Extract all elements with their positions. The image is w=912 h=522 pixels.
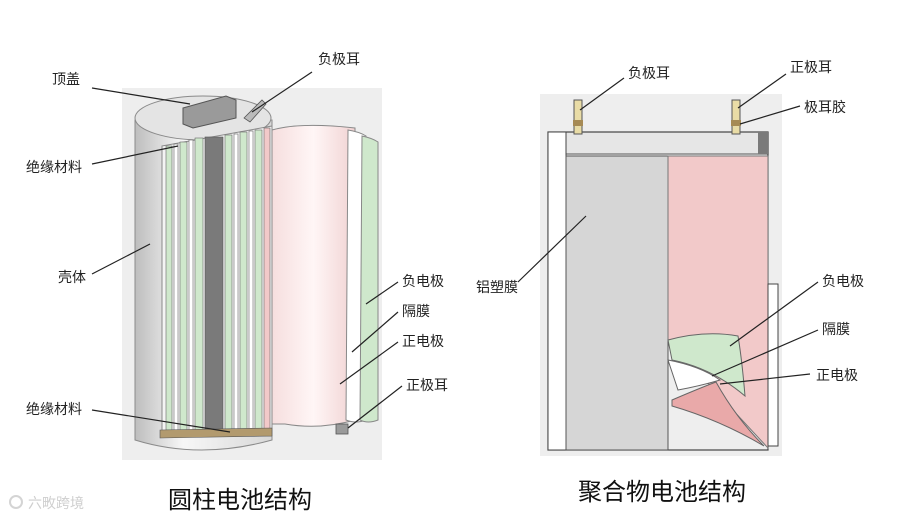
caption-cylindrical: 圆柱电池结构 bbox=[168, 486, 312, 514]
leader-pouch-neg-electrode bbox=[729, 281, 819, 347]
label-neg-electrode-cyl: 负电极 bbox=[402, 274, 444, 290]
leader-insulation-top bbox=[91, 145, 179, 165]
cyl-unrolled-pos-electrode bbox=[271, 124, 356, 427]
cyl-dark-core bbox=[204, 136, 224, 432]
pouch-neg-tab bbox=[573, 99, 583, 135]
pouch-top-seal bbox=[547, 131, 769, 155]
cyl-pos-tab bbox=[335, 423, 349, 435]
label-insulation-bottom: 绝缘材料 bbox=[26, 402, 82, 418]
leader-insulation-bottom bbox=[91, 409, 231, 433]
pouch-al-film-panel bbox=[565, 155, 669, 451]
cylindrical-battery: 顶盖 负极耳 绝缘材料 壳体 负电极 隔膜 正电极 正极耳 绝缘材料 圆柱电池结… bbox=[26, 52, 448, 514]
label-pos-tab-cyl: 正极耳 bbox=[406, 378, 448, 394]
pouch-neg-tab-glue bbox=[573, 120, 583, 126]
cyl-unrolled-neg-electrode bbox=[359, 135, 379, 423]
label-neg-tab-pouch: 负极耳 bbox=[628, 66, 670, 82]
leader-top-cover bbox=[91, 87, 191, 105]
pouch-pos-tab-glue bbox=[731, 120, 741, 126]
label-neg-tab-cyl: 负极耳 bbox=[318, 52, 360, 68]
label-tab-glue: 极耳胶 bbox=[804, 99, 846, 116]
label-top-cover: 顶盖 bbox=[52, 72, 80, 88]
label-separator-cyl: 隔膜 bbox=[402, 304, 430, 320]
pouch-left-film bbox=[547, 131, 567, 451]
leader-pouch-tab-glue bbox=[739, 105, 801, 125]
leader-separator bbox=[351, 311, 399, 353]
leader-pouch-pos-electrode bbox=[719, 373, 811, 385]
leader-pos-electrode bbox=[339, 341, 399, 385]
pouch-right-film bbox=[767, 283, 779, 447]
pouch-peel-neg bbox=[667, 333, 746, 398]
label-separator-pouch: 隔膜 bbox=[822, 322, 850, 338]
leader-pouch-separator bbox=[711, 329, 819, 377]
watermark-logo-icon bbox=[9, 495, 23, 509]
label-neg-electrode-pouch: 负电极 bbox=[822, 274, 864, 290]
leader-pouch-pos-tab bbox=[737, 73, 787, 109]
label-pos-electrode-cyl: 正电极 bbox=[402, 334, 444, 350]
pouch-peel-pos bbox=[671, 381, 765, 447]
caption-pouch: 聚合物电池结构 bbox=[578, 478, 746, 506]
cyl-neg-tab bbox=[243, 99, 267, 123]
leader-neg-electrode bbox=[365, 281, 399, 305]
cyl-top-cover bbox=[182, 95, 237, 129]
leader-shell bbox=[91, 243, 151, 275]
watermark-text: 六畋跨境 bbox=[28, 496, 84, 512]
pouch-battery: 负极耳 正极耳 极耳胶 铝塑膜 负电极 隔膜 正电极 聚合物电池结构 bbox=[476, 60, 864, 506]
label-pos-electrode-pouch: 正电极 bbox=[816, 368, 858, 384]
pouch-peel-separator bbox=[667, 359, 722, 391]
pouch-pos-tab bbox=[731, 99, 741, 135]
cyl-electrode-strips bbox=[165, 127, 271, 432]
label-shell: 壳体 bbox=[58, 269, 86, 286]
leader-pouch-neg-tab bbox=[579, 77, 625, 111]
leader-pos-tab bbox=[347, 385, 403, 429]
label-insulation-top: 绝缘材料 bbox=[26, 160, 82, 176]
label-al-film: 铝塑膜 bbox=[476, 280, 518, 296]
pouch-seal-corner bbox=[758, 132, 768, 154]
cyl-bottom-insulation bbox=[159, 427, 273, 439]
leader-neg-tab bbox=[251, 71, 313, 113]
leader-pouch-al-film bbox=[517, 215, 587, 283]
watermark: 六畋跨境 bbox=[9, 495, 84, 512]
label-pos-tab-pouch: 正极耳 bbox=[790, 60, 832, 76]
